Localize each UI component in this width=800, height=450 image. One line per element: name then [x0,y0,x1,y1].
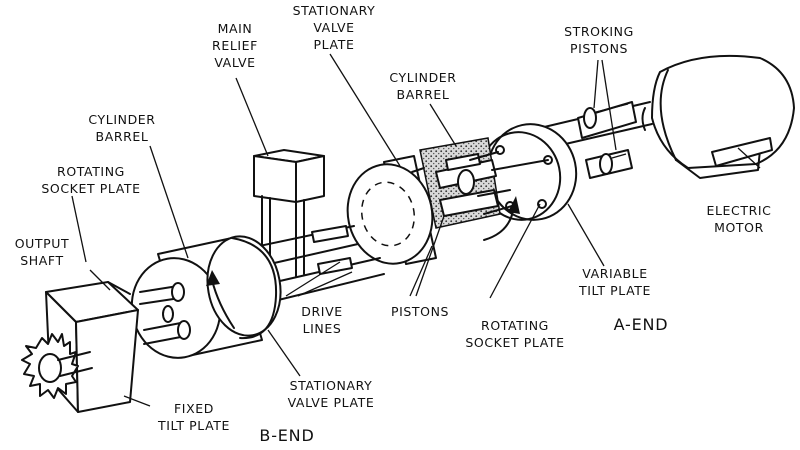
label-output-shaft: OUTPUT SHAFT [15,236,70,268]
label-cylinder-barrel-a: CYLINDER BARREL [389,70,456,102]
label-main-relief-valve: MAIN RELIEF VALVE [212,21,258,70]
label-line: B-END [259,426,314,445]
label-line: OUTPUT [15,236,70,251]
label-variable-tilt-plate: VARIABLE TILT PLATE [578,266,651,298]
label-line: RELIEF [212,38,258,53]
label-line: PLATE [314,37,355,52]
label-line: VALVE PLATE [288,395,375,410]
label-line: STATIONARY [290,378,373,393]
leader-lines [71,53,761,407]
label-stationary-valve-plate-top: STATIONARY VALVE PLATE [293,3,376,52]
label-line: LINES [303,321,342,336]
a-end-stationary-valve-plate [346,155,437,265]
b-end-cylinder-barrel [130,235,282,359]
label-line: SOCKET PLATE [465,335,564,350]
label-line: TILT PLATE [157,418,230,433]
label-stationary-valve-plate-bottom: STATIONARY VALVE PLATE [288,378,375,410]
label-line: BARREL [96,129,149,144]
output-shaft-gear [21,333,93,399]
label-line: PISTONS [391,304,449,319]
a-end-rotation-arrow [483,196,520,241]
label-fixed-tilt-plate: FIXED TILT PLATE [157,401,230,433]
label-drive-lines: DRIVE LINES [301,304,342,336]
label-line: FIXED [174,401,214,416]
label-line: A-END [614,315,669,334]
label-line: CYLINDER [88,112,155,127]
main-relief-valve [253,149,325,277]
label-line: VARIABLE [582,266,647,281]
electric-motor [641,54,795,179]
label-pistons: PISTONS [391,304,449,319]
label-line: ELECTRIC [706,203,771,218]
label-stroking-pistons: STROKING PISTONS [564,24,634,56]
label-rotating-socket-plate-b: ROTATING SOCKET PLATE [41,164,140,196]
label-line: VALVE [313,20,354,35]
label-line: STATIONARY [293,3,376,18]
label-line: MOTOR [714,220,764,235]
stroking-piston-upper [577,101,637,139]
label-b-end: B-END [259,426,314,445]
label-line: STROKING [564,24,634,39]
label-line: BARREL [397,87,450,102]
label-line: SOCKET PLATE [41,181,140,196]
a-end-cylinder-barrel [419,137,501,229]
label-line: PISTONS [570,41,628,56]
label-line: MAIN [218,21,253,36]
label-line: SHAFT [20,253,64,268]
label-line: VALVE [214,55,255,70]
label-line: CYLINDER [389,70,456,85]
b-end-pistons [139,282,191,345]
label-a-end: A-END [614,315,669,334]
label-rotating-socket-plate-a: ROTATING SOCKET PLATE [465,318,564,350]
stroking-piston-lower [585,149,633,179]
label-electric-motor: ELECTRIC MOTOR [706,203,771,235]
label-line: DRIVE [301,304,342,319]
a-end-pistons [469,151,549,215]
label-line: TILT PLATE [578,283,651,298]
label-line: ROTATING [481,318,549,333]
label-line: ROTATING [57,164,125,179]
label-cylinder-barrel-b: CYLINDER BARREL [88,112,155,144]
b-end-rotation-arrow [206,270,235,329]
